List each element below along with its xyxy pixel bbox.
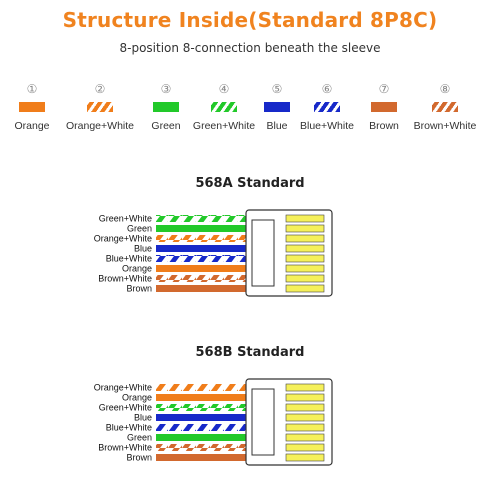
connector-0: Green+WhiteGreenOrange+WhiteBlueBlue+Whi… xyxy=(94,209,333,297)
wire xyxy=(156,255,248,262)
wire-label: Orange xyxy=(122,393,152,403)
legend-swatch xyxy=(264,102,290,112)
legend-number: ② xyxy=(94,82,106,96)
contact-pin xyxy=(285,393,325,402)
legend-item: ⑥ Blue+White xyxy=(282,82,372,132)
legend-label: Brown xyxy=(369,120,399,132)
page-subtitle: 8-position 8-connection beneath the slee… xyxy=(119,41,381,55)
wire xyxy=(156,424,248,431)
legend-label: Blue+White xyxy=(300,120,354,132)
connector-latch xyxy=(251,388,275,456)
legend-swatch xyxy=(314,102,340,112)
legend-label: Green xyxy=(151,120,181,132)
contact-pin xyxy=(285,254,325,263)
wire xyxy=(156,394,248,401)
wire xyxy=(156,225,248,232)
legend-item: ⑧ Brown+White xyxy=(400,82,490,132)
legend-label: Brown+White xyxy=(413,120,477,132)
contact-pin xyxy=(285,214,325,223)
connector-body xyxy=(245,378,333,466)
wire-label: Brown+White xyxy=(98,443,152,453)
legend-label: Blue xyxy=(266,120,288,132)
wire-label: Blue xyxy=(134,244,152,254)
wire xyxy=(156,434,248,441)
wire-label: Green+White xyxy=(99,214,152,224)
wire-label: Green xyxy=(127,433,152,443)
legend-number: ⑥ xyxy=(321,82,333,96)
wire xyxy=(156,444,248,451)
contact-pin xyxy=(285,264,325,273)
connector-body xyxy=(245,209,333,297)
wire-label: Orange xyxy=(122,264,152,274)
wire-label: Brown xyxy=(126,453,152,463)
wire-label: Blue+White xyxy=(106,254,152,264)
wire-label: Blue+White xyxy=(106,423,152,433)
contact-pin xyxy=(285,403,325,412)
legend-swatch xyxy=(87,102,113,112)
wire xyxy=(156,384,248,391)
contact-pin xyxy=(285,234,325,243)
standard-568a-title: 568A Standard xyxy=(195,176,305,191)
wire-label: Orange+White xyxy=(94,234,152,244)
contact-pin xyxy=(285,274,325,283)
legend-swatch xyxy=(211,102,237,112)
contact-pin xyxy=(285,244,325,253)
wire xyxy=(156,235,248,242)
legend-number: ⑧ xyxy=(439,82,451,96)
legend-number: ⑤ xyxy=(271,82,283,96)
contact-pin xyxy=(285,433,325,442)
legend-label: Orange+White xyxy=(66,120,134,132)
wire-label: Green xyxy=(127,224,152,234)
legend-label: Orange xyxy=(14,120,50,132)
legend-item: ① Orange xyxy=(0,82,77,132)
contact-pin xyxy=(285,224,325,233)
legend-item: ② Orange+White xyxy=(55,82,145,132)
wire xyxy=(156,265,248,272)
legend-number: ① xyxy=(26,82,38,96)
legend-swatch xyxy=(432,102,458,112)
wire xyxy=(156,275,248,282)
wire-label: Brown xyxy=(126,284,152,294)
legend-swatch xyxy=(371,102,397,112)
legend-swatch xyxy=(153,102,179,112)
legend-number: ⑦ xyxy=(378,82,390,96)
page-title: Structure Inside(Standard 8P8C) xyxy=(62,8,438,32)
wire-label: Brown+White xyxy=(98,274,152,284)
legend-item: ⑦ Brown xyxy=(339,82,429,132)
wire-label: Green+White xyxy=(99,403,152,413)
legend-number: ③ xyxy=(160,82,172,96)
contact-pin xyxy=(285,413,325,422)
legend-item: ⑤ Blue xyxy=(232,82,322,132)
wire xyxy=(156,454,248,461)
connector-latch xyxy=(251,219,275,287)
legend-number: ④ xyxy=(218,82,230,96)
wire xyxy=(156,215,248,222)
contact-pin xyxy=(285,284,325,293)
legend-item: ③ Green xyxy=(121,82,211,132)
legend-label: Green+White xyxy=(192,120,256,132)
standard-568b-title: 568B Standard xyxy=(195,345,305,360)
wire-label: Orange+White xyxy=(94,383,152,393)
wire xyxy=(156,414,248,421)
wire-label: Blue xyxy=(134,413,152,423)
contact-pin xyxy=(285,423,325,432)
connector-1: Orange+WhiteOrangeGreen+WhiteBlueBlue+Wh… xyxy=(94,378,333,466)
contact-pin xyxy=(285,443,325,452)
wire xyxy=(156,245,248,252)
contact-pin xyxy=(285,383,325,392)
legend-item: ④ Green+White xyxy=(179,82,269,132)
legend-swatch xyxy=(19,102,45,112)
wire xyxy=(156,285,248,292)
contact-pin xyxy=(285,453,325,462)
wire xyxy=(156,404,248,411)
color-legend: ① Orange ② Orange+White ③ Green ④ Green+White ⑤ B… xyxy=(0,82,500,152)
